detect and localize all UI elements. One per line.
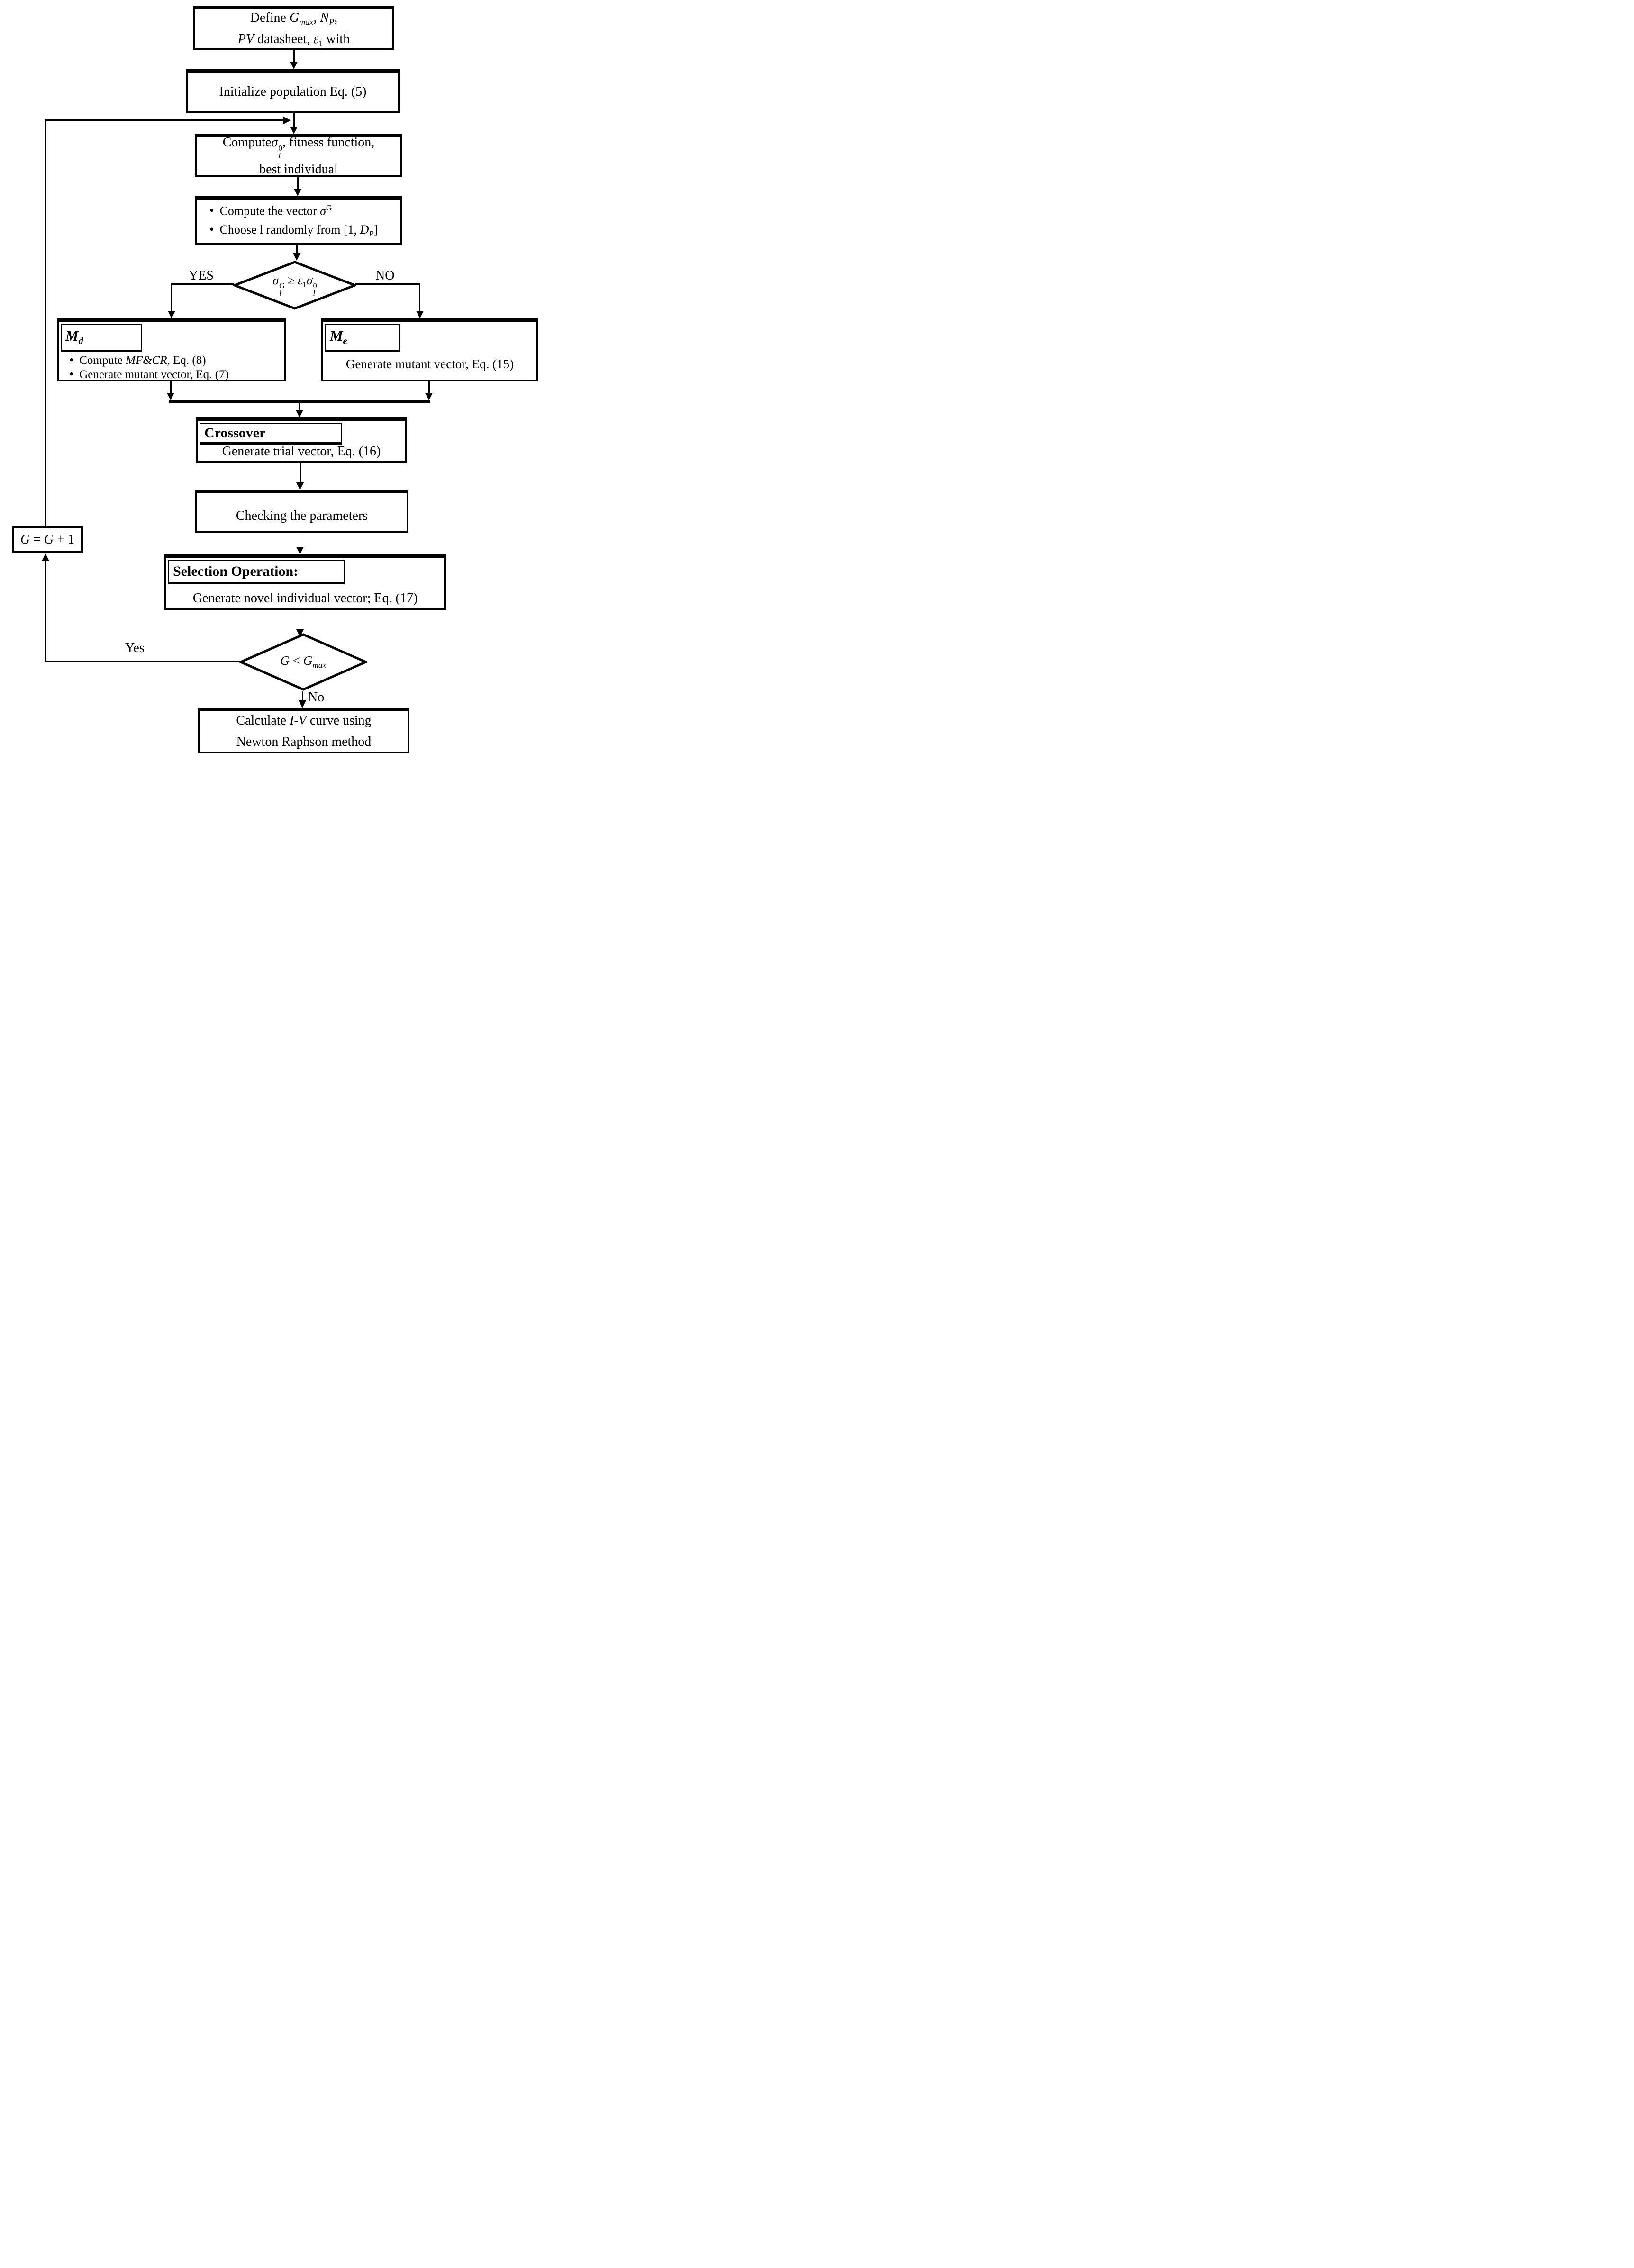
- md-box: Md •Compute MF&CR, Eq. (8) •Generate mut…: [57, 318, 286, 381]
- arrowhead-into-compute: [290, 127, 298, 134]
- line-steps-decision1: [296, 245, 298, 254]
- no-label-decision2: No: [308, 690, 325, 705]
- arrowhead-into-steps: [294, 189, 301, 196]
- md-bullets: •Compute MF&CR, Eq. (8) •Generate mutant…: [69, 353, 282, 381]
- checking-text: Checking the parameters: [236, 508, 368, 523]
- steps-bullet2: •Choose l randomly from [1, DP]: [209, 222, 378, 239]
- arrowhead-into-md: [168, 311, 175, 318]
- yes-loop-vline-lower: [45, 561, 46, 662]
- crossover-title: Crossover: [204, 425, 266, 441]
- checking-box: Checking the parameters: [195, 490, 408, 533]
- arrowhead-into-decision1: [293, 253, 300, 261]
- me-merge-vline: [428, 381, 430, 394]
- line-compute-steps: [297, 177, 299, 189]
- init-text: Initialize population Eq. (5): [219, 84, 367, 99]
- define-line2: PV datasheet, ε1 with: [237, 31, 350, 48]
- no-label-decision1: NO: [375, 268, 395, 283]
- crossover-box: Crossover Generate trial vector, Eq. (16…: [196, 417, 407, 463]
- no-branch-vline2: [302, 691, 303, 702]
- selection-box: Selection Operation: Generate novel indi…: [164, 554, 446, 610]
- feedback-line-top: [45, 119, 283, 121]
- selection-title-tab: Selection Operation:: [168, 560, 345, 584]
- no-branch-hline: [355, 283, 420, 285]
- define-box: Define Gmax, NP, PV datasheet, ε1 with: [193, 6, 394, 50]
- bullet-icon: •: [69, 353, 74, 367]
- md-merge-vline: [170, 381, 172, 394]
- me-text: Generate mutant vector, Eq. (15): [345, 357, 514, 371]
- diamond-shape: [231, 261, 358, 310]
- arrowhead-into-checking: [296, 482, 304, 490]
- me-title: Me: [330, 327, 347, 347]
- steps-bullet1: •Compute the vector σG: [209, 203, 332, 218]
- md-bullet1: •Compute MF&CR, Eq. (8): [69, 353, 206, 367]
- arrowhead-into-final: [299, 700, 306, 708]
- selection-text: Generate novel individual vector; Eq. (1…: [192, 591, 418, 606]
- diamond-shape: [237, 633, 369, 691]
- arrowhead-into-selection: [296, 547, 304, 554]
- no-branch-vline: [419, 283, 420, 312]
- define-line1: Define Gmax, NP,: [250, 10, 338, 27]
- arrowhead-me-merge: [425, 393, 433, 400]
- crossover-text: Generate trial vector, Eq. (16): [222, 444, 381, 459]
- md-title-tab: Md: [61, 324, 142, 352]
- arrowhead-into-me: [416, 311, 424, 318]
- arrowhead-into-gbox: [42, 553, 49, 561]
- final-line1: Calculate I-V curve using: [236, 713, 372, 728]
- g-increment-box: G = G + 1: [12, 526, 83, 553]
- arrowhead-into-init: [290, 62, 298, 69]
- arrowhead-feedback-junction: [283, 117, 291, 124]
- line-init-compute: [293, 113, 295, 127]
- yes-label-decision1: YES: [189, 268, 214, 283]
- final-box: Calculate I-V curve using Newton Raphson…: [198, 708, 409, 753]
- merge-hline: [169, 400, 430, 403]
- flowchart-canvas: Define Gmax, NP, PV datasheet, ε1 with I…: [0, 0, 545, 756]
- g-increment-text: G = G + 1: [20, 532, 75, 547]
- me-box: Me Generate mutant vector, Eq. (15): [321, 318, 538, 381]
- yes-label-decision2: Yes: [125, 641, 145, 655]
- yes-loop-vline-upper: [45, 119, 46, 526]
- yes-loop-hline: [45, 661, 241, 662]
- arrowhead-md-merge: [167, 393, 174, 400]
- yes-branch-vline: [171, 283, 172, 312]
- line-crossover-checking: [300, 463, 301, 483]
- decision-gmax-condition: G < Gmax: [280, 653, 327, 670]
- bullet-icon: •: [69, 367, 74, 381]
- crossover-title-tab: Crossover: [200, 423, 342, 445]
- md-bullet2: •Generate mutant vector, Eq. (7): [69, 367, 229, 381]
- final-line2: Newton Raphson method: [236, 734, 372, 749]
- yes-branch-hline: [172, 283, 234, 285]
- steps-box: •Compute the vector σG •Choose l randoml…: [195, 196, 402, 245]
- init-box: Initialize population Eq. (5): [186, 69, 400, 113]
- bullet-icon: •: [209, 203, 214, 218]
- bullet-icon: •: [209, 222, 214, 237]
- md-title: Md: [65, 327, 83, 347]
- selection-title: Selection Operation:: [173, 563, 299, 579]
- merge-crossover-vline: [299, 403, 300, 410]
- decision-gmax-diamond: G < Gmax: [237, 633, 369, 691]
- me-title-tab: Me: [325, 324, 400, 352]
- arrowhead-into-crossover: [296, 410, 303, 417]
- line-define-init: [293, 50, 295, 63]
- compute-line2: best individual: [259, 162, 338, 177]
